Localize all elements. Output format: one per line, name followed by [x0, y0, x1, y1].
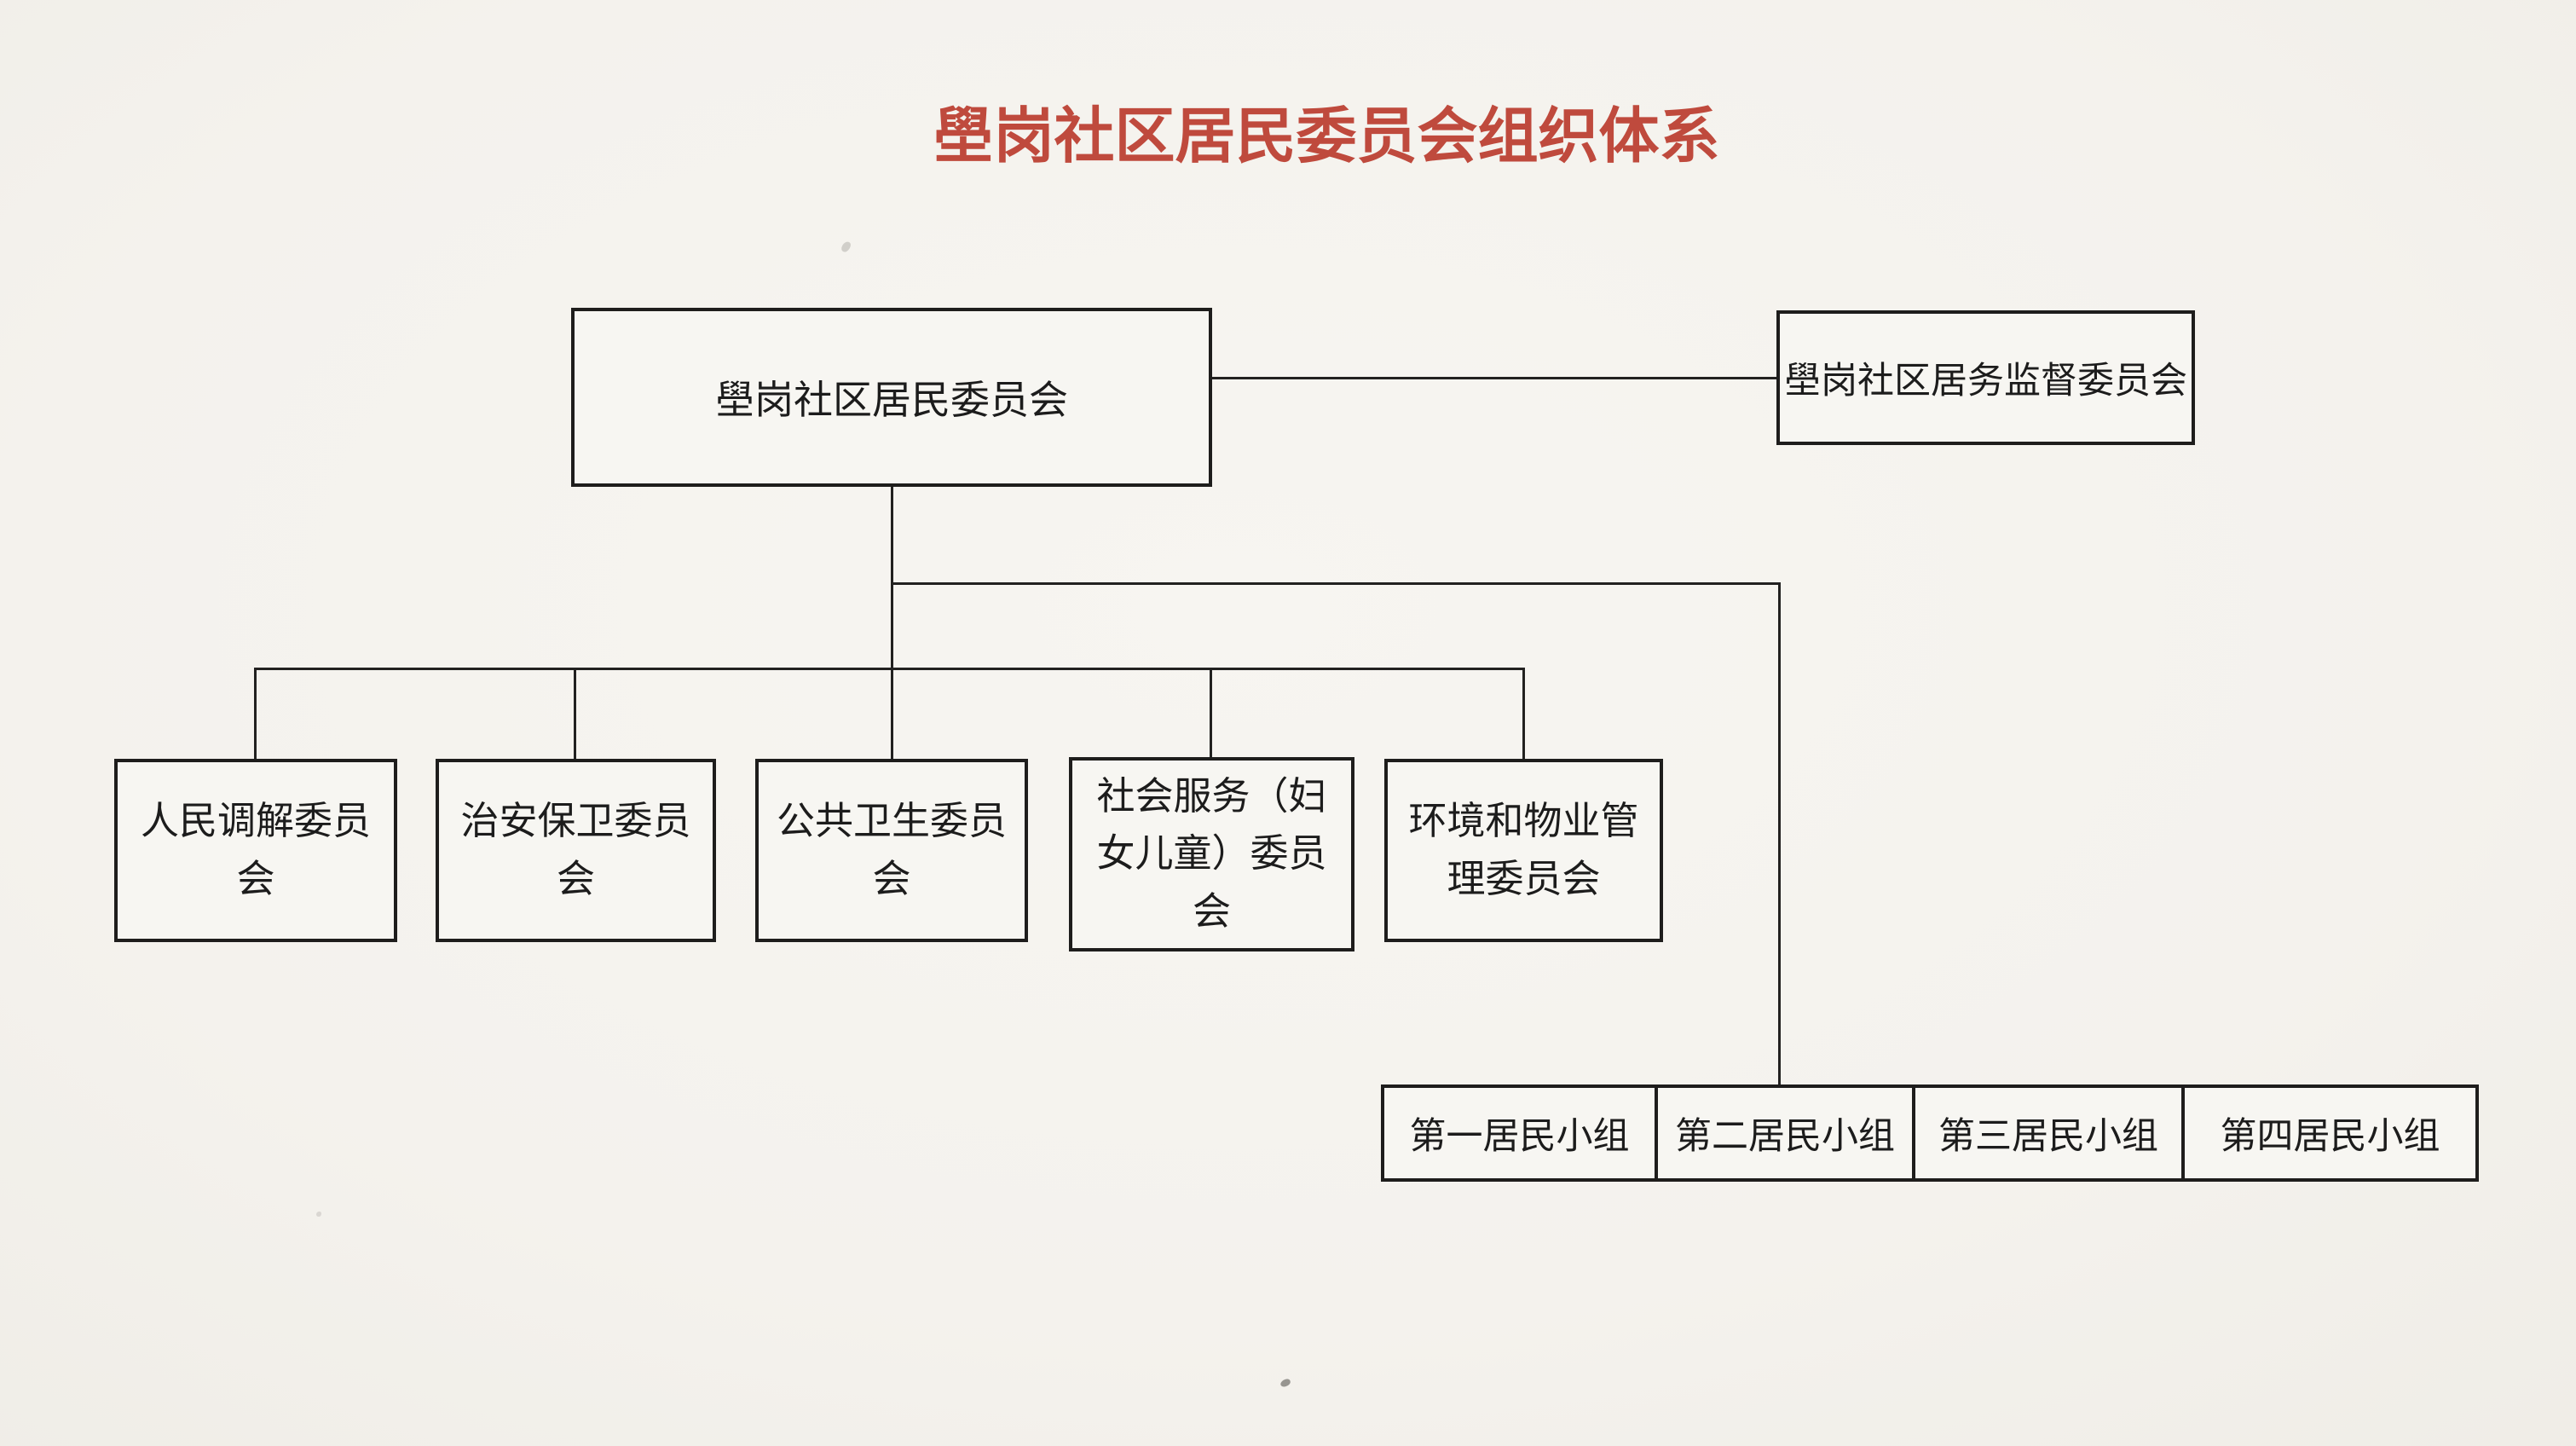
- committee-box-environment-property: 环境和物业管 理委员会: [1384, 759, 1663, 942]
- scan-speck: [316, 1212, 321, 1217]
- committee-box-social-services: 社会服务（妇 女儿童）委员 会: [1069, 757, 1354, 951]
- scan-speck: [840, 240, 852, 254]
- group-box-3: 第三居民小组: [1912, 1084, 2185, 1182]
- connector-root-to-supervision: [1209, 377, 1778, 379]
- page-title: 壆岗社区居民委员会组织体系: [933, 104, 1720, 171]
- connector-drop-committee-4: [1210, 668, 1212, 761]
- connector-drop-committee-5: [1522, 668, 1525, 761]
- root-committee-box: 壆岗社区居民委员会: [571, 308, 1212, 487]
- committee-box-public-health: 公共卫生委员 会: [755, 759, 1028, 942]
- committee-box-mediation: 人民调解委员 会: [114, 759, 397, 942]
- group-box-2: 第二居民小组: [1655, 1084, 1915, 1182]
- committee-box-security: 治安保卫委员 会: [436, 759, 716, 942]
- connector-drop-to-groups: [1778, 582, 1781, 1088]
- connector-root-drop: [891, 485, 893, 670]
- connector-drop-committee-3: [891, 668, 893, 761]
- connector-committee-rail: [254, 668, 1525, 670]
- connector-drop-committee-1: [254, 668, 257, 761]
- supervision-committee-box: 壆岗社区居务监督委员会: [1776, 310, 2195, 445]
- connector-drop-committee-2: [574, 668, 576, 761]
- group-box-4: 第四居民小组: [2181, 1084, 2479, 1182]
- connector-run-to-groups: [891, 582, 1781, 585]
- scan-speck: [1279, 1378, 1291, 1388]
- group-box-1: 第一居民小组: [1381, 1084, 1658, 1182]
